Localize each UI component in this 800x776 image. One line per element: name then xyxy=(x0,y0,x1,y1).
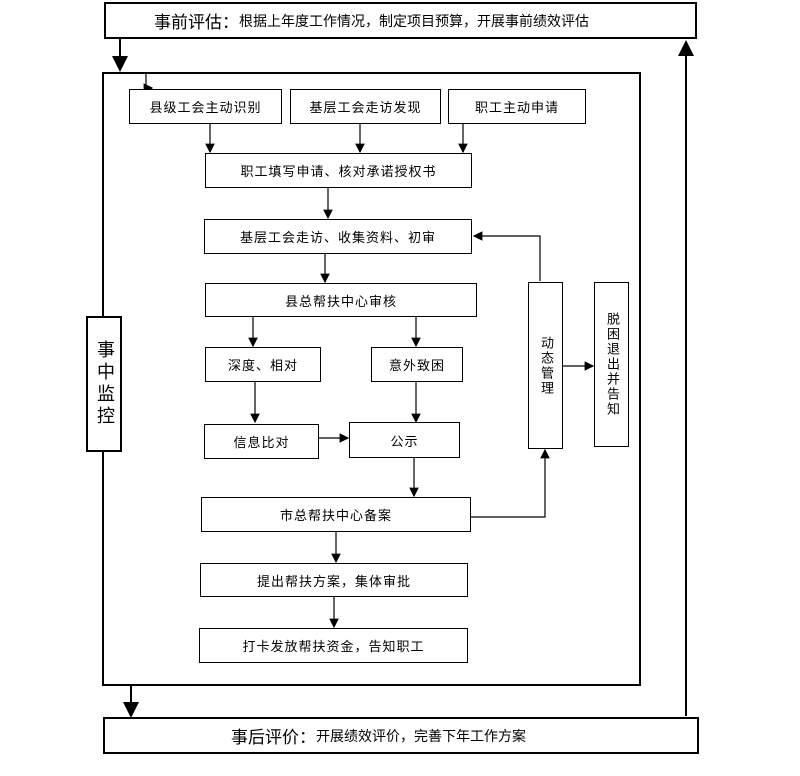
arrow-dynamic-visit xyxy=(472,231,541,281)
step-deep-relative: 深度、相对 xyxy=(205,347,321,382)
source-county-union: 县级工会主动识别 xyxy=(129,89,282,124)
step-accident: 意外致困 xyxy=(371,347,463,382)
post-evaluation-text: 开展绩效评价，完善下年工作方案 xyxy=(316,728,526,745)
arrow-city-dynamic xyxy=(471,448,550,518)
exit-notify-box: 脱困退出并告知 xyxy=(594,282,629,447)
dynamic-management-box: 动态管理 xyxy=(528,282,563,449)
post-evaluation-bar: 事后评价： 开展绩效评价，完善下年工作方案 xyxy=(103,717,699,754)
side-label-box: 事中监控 xyxy=(86,316,122,452)
step-apply: 职工填写申请、核对承诺授权书 xyxy=(205,153,472,188)
step-info-compare: 信息比对 xyxy=(204,424,319,459)
step-publicity: 公示 xyxy=(349,422,460,458)
dynamic-management-label: 动态管理 xyxy=(538,335,553,396)
source-worker-apply: 职工主动申请 xyxy=(448,89,586,124)
pre-evaluation-bar: 事前评估： 根据上年度工作情况，制定项目预算，开展事前绩效评估 xyxy=(104,2,697,39)
step-plan-approval: 提出帮扶方案，集体审批 xyxy=(200,563,468,597)
side-label: 事中监控 xyxy=(94,340,115,428)
arrow-into-source-1 xyxy=(143,72,154,93)
post-evaluation-title: 事后评价： xyxy=(231,728,316,748)
step-visit: 基层工会走访、收集资料、初审 xyxy=(204,219,472,254)
pre-evaluation-title: 事前评估： xyxy=(154,13,239,33)
pre-evaluation-text: 根据上年度工作情况，制定项目预算，开展事前绩效评估 xyxy=(239,13,589,30)
step-city-record: 市总帮扶中心备案 xyxy=(201,497,471,532)
step-fund-release: 打卡发放帮扶资金，告知职工 xyxy=(199,628,468,663)
source-grassroots-union: 基层工会走访发现 xyxy=(290,89,441,124)
step-county-review: 县总帮扶中心审核 xyxy=(205,283,477,317)
exit-notify-label: 脱困退出并告知 xyxy=(604,312,619,417)
